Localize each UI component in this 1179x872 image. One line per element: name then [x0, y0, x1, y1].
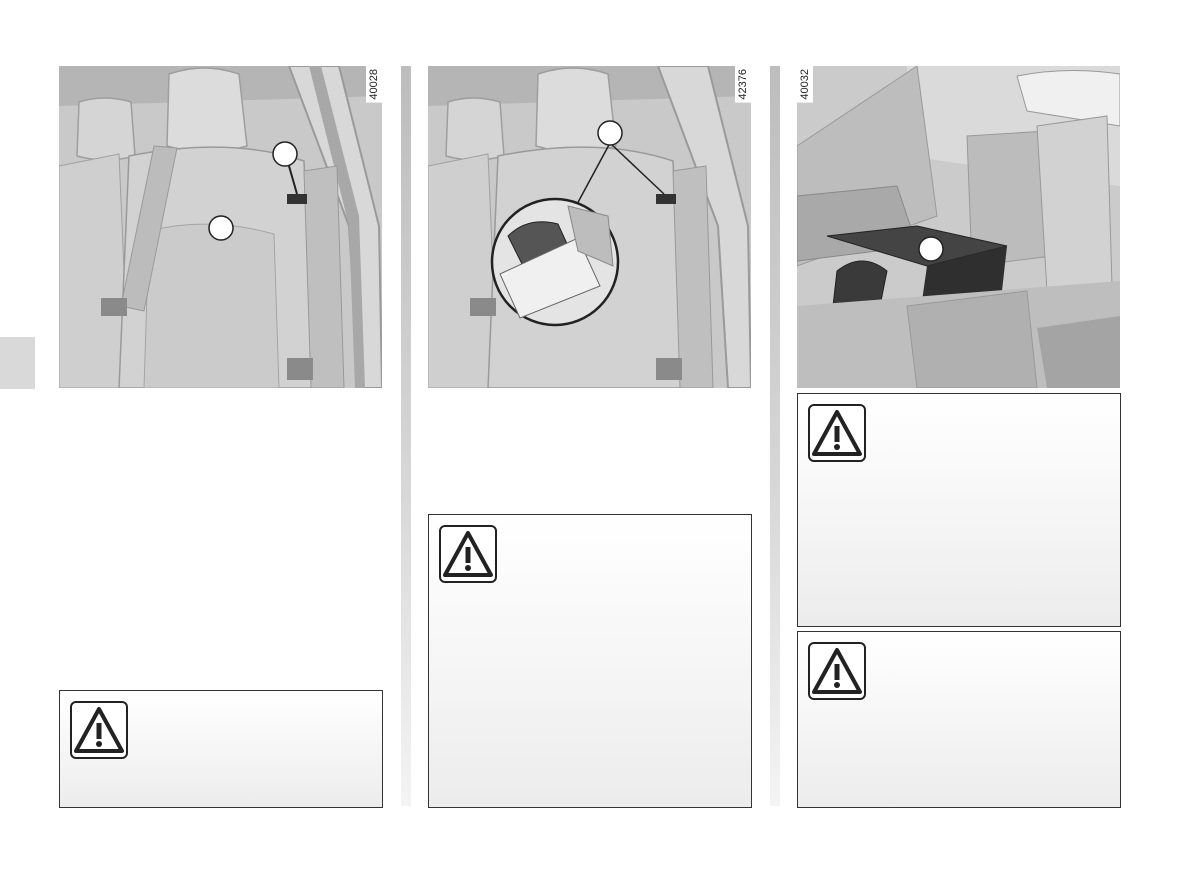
figure-code: 40032	[797, 66, 813, 103]
warning-box	[797, 631, 1121, 808]
warning-box	[428, 514, 752, 808]
column-divider	[770, 66, 780, 806]
warning-triangle-icon	[808, 642, 866, 700]
seatbelt-guide-illustration: 42376	[428, 66, 751, 388]
warning-triangle-icon	[439, 525, 497, 583]
column-divider	[401, 66, 411, 806]
warning-triangle-icon	[808, 404, 866, 462]
figure-code: 40028	[366, 66, 382, 103]
figure-code: 42376	[735, 66, 751, 103]
warning-box	[797, 393, 1121, 627]
warning-box	[59, 690, 383, 808]
rear-seat-illustration: 40028	[59, 66, 382, 388]
folded-seat-illustration: 40032	[797, 66, 1120, 388]
warning-triangle-icon	[70, 701, 128, 759]
section-tab	[0, 337, 35, 389]
